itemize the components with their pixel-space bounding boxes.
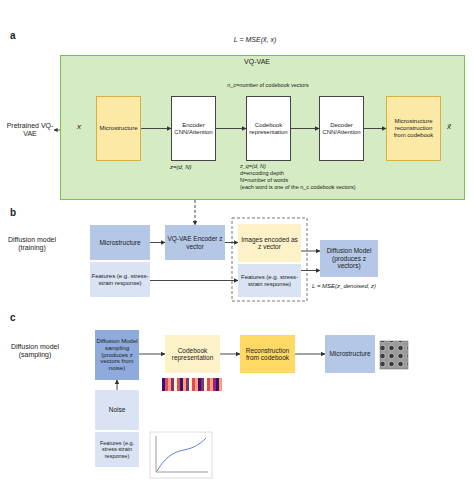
node-text: Microstructure [98, 125, 138, 132]
node-text: Noise [108, 406, 127, 413]
node-text: Microstructure [98, 239, 141, 246]
variable-label: x [77, 122, 89, 132]
flow-arrow [139, 354, 165, 355]
node-text: Diffusion Model sampling (produces z vec… [95, 338, 139, 372]
flow-arrow [117, 380, 118, 390]
side-label: Pretrained VQ-VAE [6, 122, 54, 139]
annotation: n_c=number of codebook vectors [222, 82, 314, 89]
microstructure-image [380, 341, 408, 369]
model-box: Diffusion Model sampling (produces z vec… [95, 330, 139, 380]
loss-formula: L = MSE(x̂, x) [200, 36, 310, 44]
model-box: Diffusion Model (produces z vectors) [320, 240, 378, 277]
node-text: Codebook representation [247, 122, 290, 136]
node-text: Reconstruction from codebook [240, 347, 295, 362]
data-box: Reconstruction from codebook [240, 335, 295, 373]
data-box: Images encoded as z vector [238, 224, 301, 262]
node-text: VQ-VAE Encoder z vector [165, 235, 225, 250]
noise-box: Noise [95, 390, 139, 430]
data-box: Microstructure [96, 96, 141, 161]
node-text: Codebook representation [165, 347, 220, 362]
codebook-box: Codebook representation [165, 335, 220, 373]
data-box: Microstructure reconstruction from codeb… [386, 96, 441, 161]
flow-arrow [150, 280, 238, 281]
encoder-box: Encoder CNN/Attention [171, 96, 216, 161]
node-text: Features (e.g. stress-strain response) [95, 440, 139, 459]
node-text: Microstructure reconstruction from codeb… [387, 118, 440, 139]
feature-box: Features (e.g. stress-strain response) [90, 262, 150, 297]
node-text: Images encoded as z vector [238, 236, 301, 251]
flow-arrow [225, 242, 238, 243]
dashed-group [232, 218, 307, 301]
flow-arrow [150, 242, 165, 243]
flow-arrow [301, 251, 320, 252]
variable-label: x̂ [447, 122, 461, 132]
panel-letter: b [10, 207, 22, 219]
flow-arrow [220, 354, 240, 355]
annotation: N=number of words [240, 177, 320, 184]
node-text: Microstructure [328, 350, 371, 357]
flow-arrow [195, 200, 196, 225]
codebook-box: Codebook representation [246, 96, 291, 161]
feature-box: Features (e.g. stress-strain response) [95, 432, 139, 467]
annotation: d=encoding depth [240, 170, 320, 177]
flow-arrow [301, 270, 320, 271]
variable-label: z=(d, N) [170, 164, 230, 171]
side-label: Diffusion model (sampling) [6, 343, 64, 360]
data-box: Microstructure [90, 225, 150, 260]
panel-letter: a [10, 30, 22, 42]
side-label: Diffusion model (training) [6, 236, 58, 253]
feature-box: Features (e.g. stress-strain response) [238, 264, 301, 297]
variable-label: z_q=(d, N) [240, 163, 320, 170]
node-text: Features (e.g. stress-strain response) [238, 274, 301, 288]
node-text: Diffusion Model (produces z vectors) [320, 247, 378, 269]
flow-arrow [295, 354, 325, 355]
encoder-box: VQ-VAE Encoder z vector [165, 225, 225, 260]
panel-letter: c [10, 312, 22, 324]
codebook-bar [162, 378, 222, 391]
annotation: (each word is one of the n_c codebook ve… [240, 184, 370, 191]
node-text: Features (e.g. stress-strain response) [90, 273, 150, 287]
node-text: Decoder CNN/Attention [320, 122, 363, 136]
node-text: Encoder CNN/Attention [172, 122, 215, 136]
decoder-box: Decoder CNN/Attention [319, 96, 364, 161]
data-box: Microstructure [325, 335, 375, 373]
stress-strain-chart [150, 432, 212, 478]
group-heading: VQ-VAE [211, 58, 303, 66]
loss-formula: L = MSE(z_denoised, z) [312, 283, 422, 290]
